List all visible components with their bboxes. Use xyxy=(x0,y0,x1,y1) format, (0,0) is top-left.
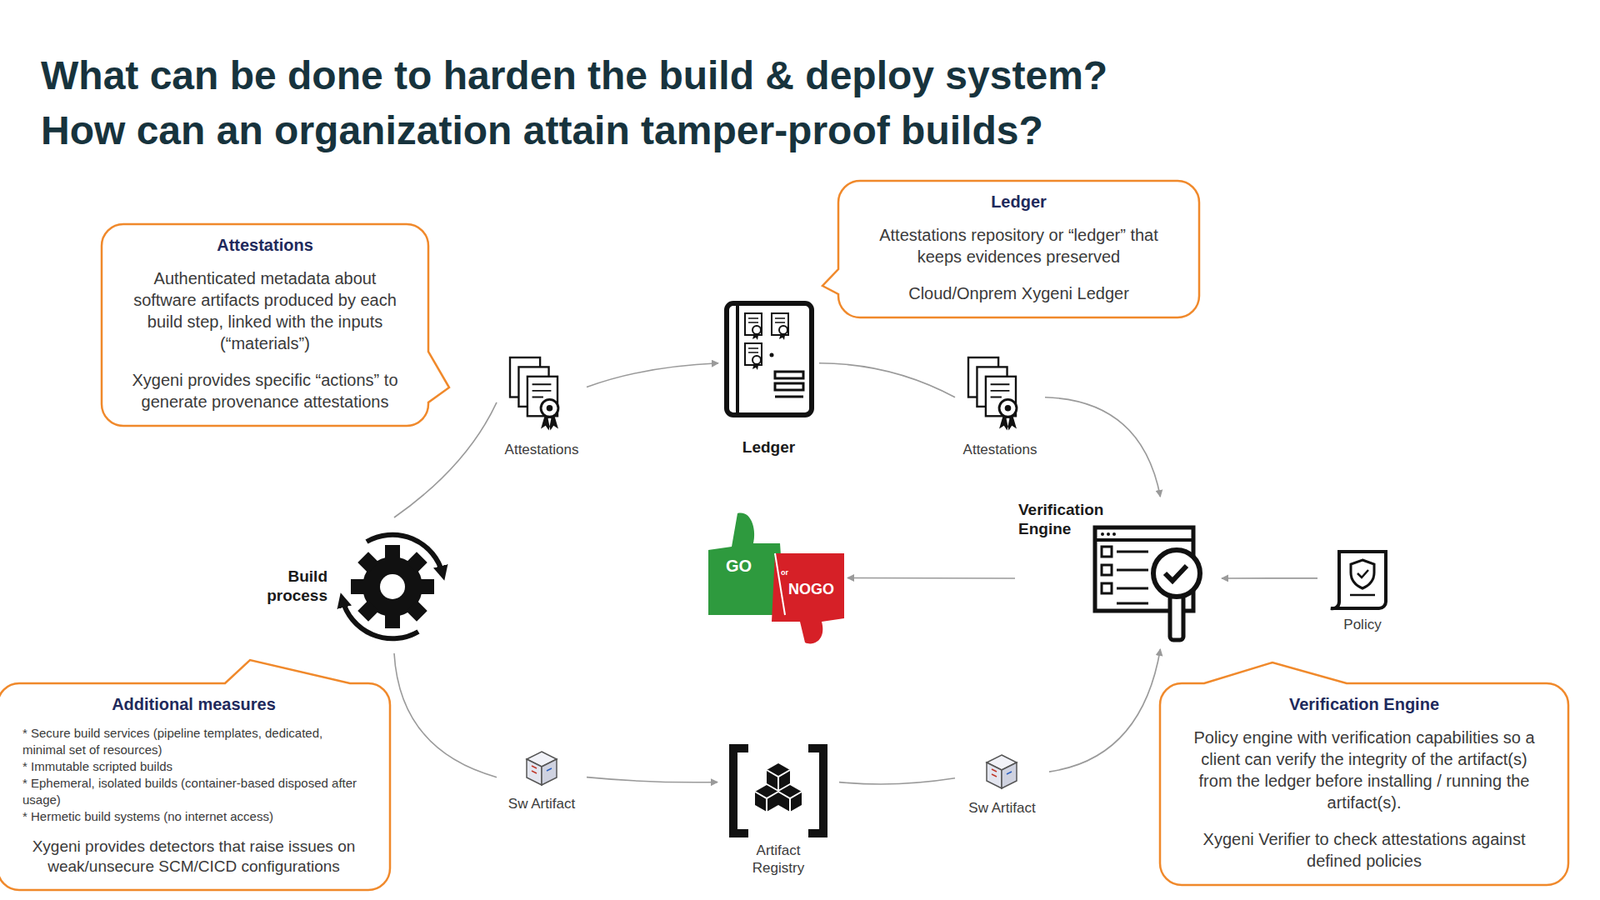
sw-artifact-node: Sw Artifact xyxy=(500,748,584,813)
flow-arrow xyxy=(839,778,955,785)
node-text: NOGO xyxy=(788,580,835,599)
attestations-node: Attestations xyxy=(500,356,584,459)
sw-artifact-node: Sw Artifact xyxy=(958,752,1046,817)
node-text: Build process xyxy=(254,566,328,605)
node-text: * Immutable scripted builds xyxy=(22,758,365,775)
callout-box: Verification EnginePolicy engine with ve… xyxy=(1160,683,1569,885)
title: What can be done to harden the build & d… xyxy=(40,48,1114,159)
node-text: Policy engine with verification capabili… xyxy=(1185,726,1544,814)
callout-border xyxy=(101,224,450,426)
flow-arrow xyxy=(1045,397,1160,497)
sw-artifact-icon xyxy=(986,755,1017,789)
sw-artifact-icon xyxy=(526,751,557,785)
node-text: Verification Engine xyxy=(1018,500,1127,539)
flow-arrow xyxy=(586,777,718,783)
node-text: * Hermetic build systems (no internet ac… xyxy=(22,808,365,825)
node-text: GO xyxy=(725,556,752,575)
callout-border xyxy=(1160,662,1569,885)
ledger-node: Ledger xyxy=(721,300,816,457)
callout-border xyxy=(822,180,1200,318)
callout-box: Additional measures * Secure build servic… xyxy=(0,683,390,890)
callout-border xyxy=(0,660,390,890)
build-process-node: Build process xyxy=(254,520,455,650)
node-text: Sw Artifact xyxy=(508,795,575,813)
node-text: or xyxy=(780,568,789,577)
node-text: Cloud/Onprem Xygeni Ledger xyxy=(863,282,1175,305)
node-text: Attestations repository or “ledger” that… xyxy=(863,224,1175,268)
node-text: Ledger xyxy=(742,437,795,457)
node-text: Attestations xyxy=(963,440,1038,459)
node-text: Sw Artifact xyxy=(968,799,1035,817)
node-text: Additional measures xyxy=(22,693,365,715)
ledger-book-icon xyxy=(726,303,812,415)
attestations-node: Attestations xyxy=(958,356,1042,459)
node-text: Verification Engine xyxy=(1185,693,1544,715)
policy-node: Policy xyxy=(1320,545,1405,634)
flow-arrow xyxy=(394,653,497,778)
node-text: Xygeni Verifier to check attestations ag… xyxy=(1185,828,1544,872)
node-text: Attestations xyxy=(126,234,404,256)
node-text: Attestations xyxy=(505,440,580,459)
callout-box: AttestationsAuthenticated metadata about… xyxy=(101,224,429,426)
flow-arrow xyxy=(847,577,1015,580)
flow-arrow xyxy=(819,363,955,398)
node-text: Ledger xyxy=(863,190,1175,213)
node-text: Authenticated metadata about software ar… xyxy=(126,267,404,355)
verification-engine-node: Verification Engine xyxy=(1018,500,1219,646)
artifact-registry-node: Artifact Registry xyxy=(720,741,836,877)
attestations-icon xyxy=(510,357,559,430)
go-nogo-icon xyxy=(708,513,845,645)
node-text: Xygeni provides detectors that raise iss… xyxy=(22,836,365,877)
verification-engine-icon xyxy=(1095,527,1200,640)
go-nogo-node: GO orNOGO xyxy=(707,513,845,643)
flow-arrow xyxy=(586,363,719,388)
build-gear-icon xyxy=(342,535,443,640)
attestations-icon xyxy=(968,357,1017,430)
node-text: * Ephemeral, isolated builds (container-… xyxy=(22,775,365,809)
flow-arrow xyxy=(1221,577,1318,580)
flow-arrow xyxy=(1049,649,1160,772)
policy-icon xyxy=(1330,551,1386,609)
node-text: Policy xyxy=(1343,615,1381,634)
node-text: Xygeni provides specific “actions” to ge… xyxy=(126,369,404,413)
node-text: Artifact Registry xyxy=(736,841,820,877)
node-text: * Secure build services (pipeline templa… xyxy=(22,725,365,759)
artifact-registry-icon xyxy=(733,748,824,834)
callout-box: LedgerAttestations repository or “ledger… xyxy=(838,180,1200,318)
